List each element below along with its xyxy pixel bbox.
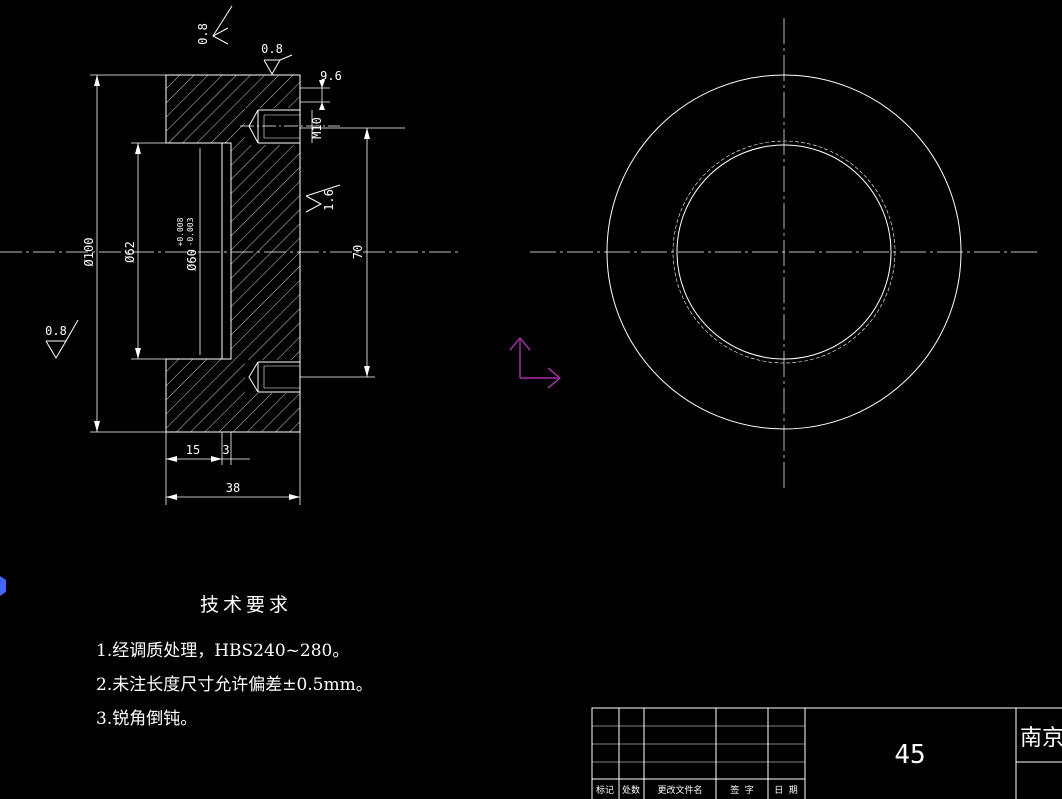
roughness-left-symbol bbox=[45, 340, 67, 359]
roughness-top-value: 0.8 bbox=[196, 23, 210, 45]
dim-thread: M10 bbox=[310, 117, 324, 139]
tb-header-sign: 签 字 bbox=[730, 784, 753, 796]
tech-item-1: 1.经调质处理，HBS240~280。 bbox=[96, 641, 350, 661]
grip-marker-icon[interactable] bbox=[0, 576, 6, 596]
dim-len3: 3 bbox=[222, 443, 229, 457]
dim-dia100: Ø100 bbox=[82, 238, 96, 267]
roughness-symbols bbox=[45, 5, 341, 359]
dimension-lines bbox=[90, 74, 405, 505]
bore-outline bbox=[166, 142, 223, 360]
section-view bbox=[0, 74, 460, 433]
material-label: 45 bbox=[894, 740, 925, 770]
dim-dia60-tol-upper: +0.008 bbox=[176, 217, 185, 246]
dim-len15: 15 bbox=[186, 443, 200, 457]
roughness-mid-symbol bbox=[263, 59, 281, 76]
dimension-arrows bbox=[94, 75, 370, 500]
roughness-top-symbol bbox=[211, 27, 229, 45]
dim-len70: 70 bbox=[351, 245, 365, 259]
ucs-icon bbox=[509, 337, 561, 389]
tb-header-date: 日 期 bbox=[774, 785, 797, 796]
front-view bbox=[530, 18, 1040, 492]
thread-hole-bottom bbox=[248, 361, 300, 393]
dim-dia60-tol-lower: -0.003 bbox=[186, 217, 195, 246]
title-block-headers: 标记 处数 更改文件名 签 字 日 期 bbox=[596, 784, 798, 796]
dimension-text: Ø100 Ø62 Ø60 +0.008 -0.003 70 M10 9.6 15… bbox=[45, 23, 365, 495]
dim-dia60: Ø60 bbox=[185, 249, 199, 271]
tb-header-mark: 标记 bbox=[596, 784, 614, 796]
dim-dia62: Ø62 bbox=[123, 241, 137, 263]
school-name: 南京理 bbox=[1020, 726, 1062, 751]
roughness-face-value: 1.6 bbox=[322, 189, 336, 211]
tech-item-2: 2.未注长度尺寸允许偏差±0.5mm。 bbox=[96, 675, 373, 695]
roughness-left-value: 0.8 bbox=[45, 324, 67, 338]
dim-len96: 9.6 bbox=[320, 69, 342, 83]
section-hatch bbox=[166, 75, 300, 432]
thread-hole-top bbox=[240, 109, 340, 144]
tb-header-count: 处数 bbox=[622, 784, 640, 796]
tech-requirements-title: 技术要求 bbox=[200, 594, 293, 616]
dim-len38: 38 bbox=[226, 481, 240, 495]
title-block bbox=[591, 707, 1062, 799]
tb-header-file: 更改文件名 bbox=[657, 784, 702, 796]
tech-item-3: 3.锐角倒钝。 bbox=[96, 709, 198, 729]
roughness-face-symbol bbox=[305, 195, 323, 213]
roughness-mid-value: 0.8 bbox=[261, 42, 283, 56]
